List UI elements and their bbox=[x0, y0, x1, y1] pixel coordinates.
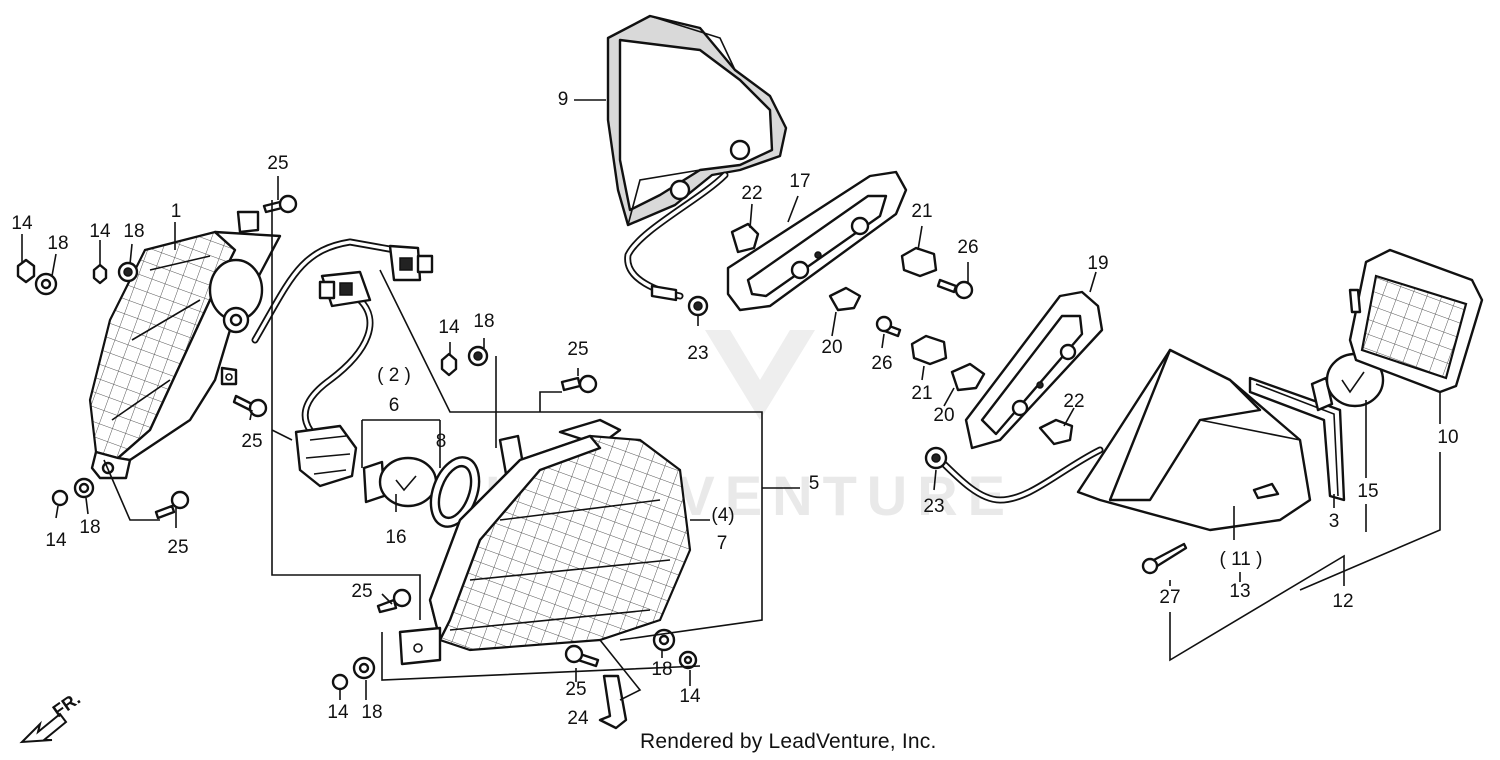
callout-3: 3 bbox=[1329, 511, 1340, 532]
part-10-rear-lens bbox=[1348, 248, 1484, 394]
fasteners bbox=[16, 194, 1188, 730]
leader-lines bbox=[21, 99, 1441, 701]
callout-1: 1 bbox=[171, 201, 182, 222]
callout-6: 6 bbox=[389, 395, 400, 416]
callout-26: 26 bbox=[871, 353, 892, 374]
callout-17: 17 bbox=[789, 171, 810, 192]
callout-12: 12 bbox=[1332, 591, 1353, 612]
callout-14: 14 bbox=[679, 686, 701, 707]
part-19-bracket bbox=[964, 290, 1104, 450]
callout-25: 25 bbox=[267, 153, 288, 174]
callout-labels: 1 ( 2 ) 3 (4) 5 6 7 8 9 10 ( 11 ) 12 13 … bbox=[11, 89, 1458, 729]
callout-15: 15 bbox=[1357, 481, 1378, 502]
part-16-bulb bbox=[362, 456, 438, 508]
callout-13: 13 bbox=[1229, 581, 1250, 602]
callout-27: 27 bbox=[1159, 587, 1180, 608]
callout-7: 7 bbox=[717, 533, 728, 554]
callout-23: 23 bbox=[687, 343, 708, 364]
callout-14: 14 bbox=[89, 221, 111, 242]
callout-18: 18 bbox=[361, 702, 382, 723]
callout-25: 25 bbox=[565, 679, 586, 700]
callout-18: 18 bbox=[651, 659, 672, 680]
callout-10: 10 bbox=[1437, 427, 1458, 448]
callout-21: 21 bbox=[911, 201, 932, 222]
callout-16: 16 bbox=[385, 527, 406, 548]
callout-8: 8 bbox=[436, 431, 447, 452]
callout-25: 25 bbox=[351, 581, 372, 602]
part-8-gasket bbox=[429, 456, 481, 528]
callout-2: ( 2 ) bbox=[377, 365, 411, 386]
callout-20: 20 bbox=[821, 337, 842, 358]
callout-14: 14 bbox=[45, 530, 67, 551]
callout-25: 25 bbox=[167, 537, 188, 558]
callout-24: 24 bbox=[567, 708, 589, 729]
callout-5: 5 bbox=[809, 473, 820, 494]
callout-18: 18 bbox=[47, 233, 68, 254]
wire-connector-2 bbox=[318, 270, 372, 308]
part-7-front-turn-signal-right bbox=[398, 418, 692, 666]
callout-4: (4) bbox=[711, 505, 734, 526]
callout-14: 14 bbox=[327, 702, 349, 723]
part-13-rear-light-body bbox=[1076, 348, 1312, 532]
callout-21: 21 bbox=[911, 383, 932, 404]
part-6-socket bbox=[294, 424, 358, 488]
callout-11: ( 11 ) bbox=[1220, 549, 1263, 570]
callout-26: 26 bbox=[957, 237, 978, 258]
part-9-taillight-housing bbox=[606, 14, 788, 227]
wire-connector-1 bbox=[388, 244, 434, 282]
callout-14: 14 bbox=[11, 213, 33, 234]
callout-19: 19 bbox=[1087, 253, 1108, 274]
callout-25: 25 bbox=[567, 339, 588, 360]
wire-terminal-9 bbox=[650, 284, 678, 302]
callout-14: 14 bbox=[438, 317, 460, 338]
callout-25: 25 bbox=[241, 431, 262, 452]
front-direction-label: FR. bbox=[49, 688, 84, 721]
callout-18: 18 bbox=[473, 311, 494, 332]
callout-9: 9 bbox=[558, 89, 569, 110]
front-direction-arrow: FR. bbox=[19, 688, 84, 744]
part-17-bracket bbox=[726, 170, 908, 312]
callout-23: 23 bbox=[923, 496, 944, 517]
callout-22: 22 bbox=[1063, 391, 1084, 412]
part-1-front-turn-signal-left bbox=[88, 210, 282, 480]
footer-credit: Rendered by LeadVenture, Inc. bbox=[640, 730, 937, 753]
part-15-bulb bbox=[1310, 352, 1385, 412]
callout-18: 18 bbox=[79, 517, 100, 538]
callout-22: 22 bbox=[741, 183, 762, 204]
callout-18: 18 bbox=[123, 221, 144, 242]
callout-20: 20 bbox=[933, 405, 954, 426]
